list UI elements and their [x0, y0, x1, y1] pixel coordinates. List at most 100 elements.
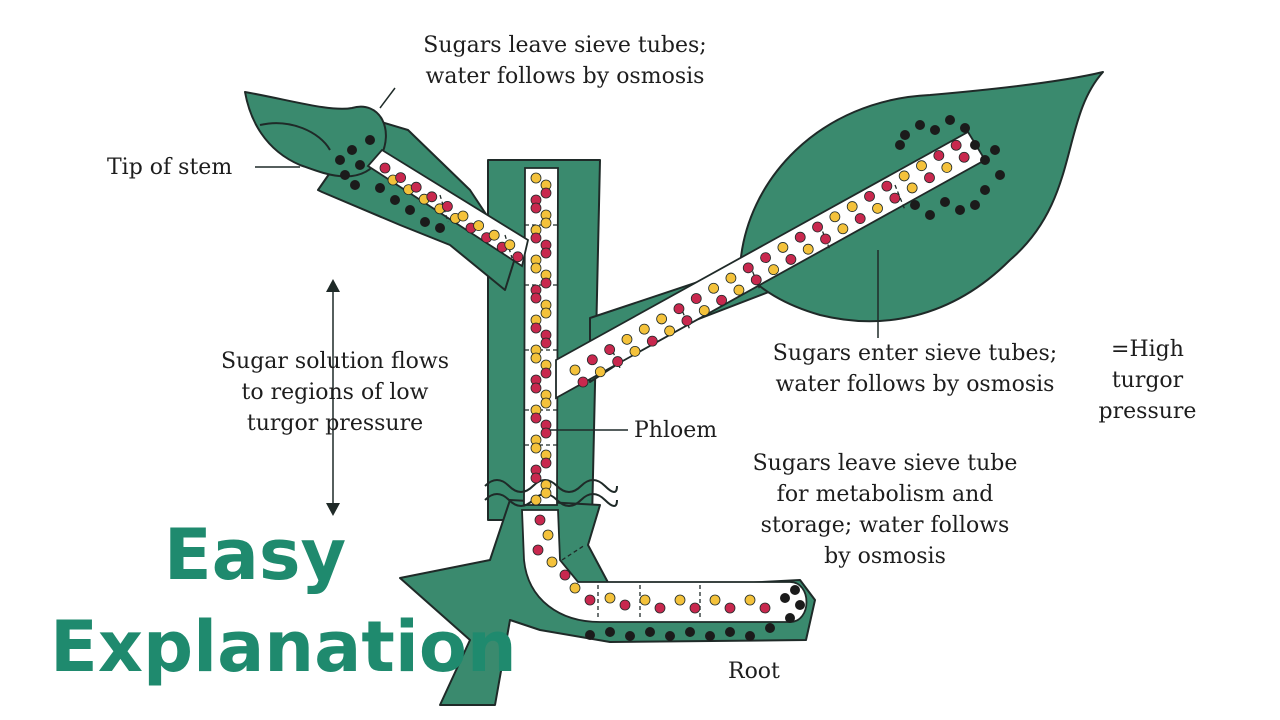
- label-top-sugars-leave: Sugars leave sieve tubes; water follows …: [400, 30, 730, 92]
- osmotic-water-dot: [435, 223, 445, 233]
- sugar-dot: [530, 232, 542, 244]
- sugar-dot: [794, 231, 806, 243]
- sugar-dot: [530, 202, 542, 214]
- osmotic-water-dot: [980, 185, 990, 195]
- osmotic-water-dot: [910, 200, 920, 210]
- label-line: storage; water follows: [760, 513, 1010, 538]
- sugar-dot: [441, 200, 453, 212]
- water-dot: [569, 364, 581, 376]
- osmotic-water-dot: [347, 145, 357, 155]
- bud-fold: [259, 122, 331, 151]
- sugar-dot: [812, 221, 823, 233]
- water-dot: [906, 182, 918, 194]
- water-dot: [530, 352, 542, 364]
- flow-arrow-up-head: [326, 279, 340, 292]
- sugar-dot: [673, 303, 685, 315]
- water-dot: [709, 594, 721, 606]
- osmotic-water-dot: [375, 183, 385, 193]
- water-dot: [725, 272, 737, 284]
- label-line: by osmosis: [824, 544, 946, 569]
- sugar-dot: [540, 367, 552, 379]
- water-dot: [708, 282, 719, 294]
- osmotic-water-dot: [895, 140, 905, 150]
- osmotic-water-dot: [605, 627, 615, 637]
- water-dot: [530, 494, 542, 506]
- osmotic-water-dot: [625, 631, 635, 641]
- label-root-sugars-leave: Sugars leave sieve tube for metabolism a…: [720, 448, 1050, 572]
- sugar-dot: [530, 292, 542, 304]
- water-dot: [530, 172, 542, 184]
- label-line: water follows by osmosis: [775, 372, 1055, 397]
- label-root: Root: [728, 656, 780, 687]
- osmotic-water-dot: [980, 155, 990, 165]
- molecule-dots: [335, 115, 1005, 641]
- osmotic-water-dot: [665, 631, 675, 641]
- sugar-dot: [612, 356, 624, 367]
- sugar-dot: [577, 376, 589, 388]
- sugar-dot: [924, 172, 935, 184]
- water-dot: [540, 397, 552, 409]
- osmotic-water-dot: [685, 627, 695, 637]
- sugar-dot: [540, 457, 552, 469]
- water-dot: [629, 345, 641, 357]
- label-line: Root: [728, 659, 780, 684]
- sugar-dot: [646, 335, 658, 347]
- osmotic-water-dot: [955, 205, 965, 215]
- sugar-dot: [889, 192, 901, 204]
- water-dot: [542, 529, 554, 541]
- osmotic-water-dot: [960, 123, 970, 133]
- label-line: Phloem: [634, 418, 718, 443]
- water-dot: [594, 366, 606, 378]
- label-sugar-flow: Sugar solution flows to regions of low t…: [195, 346, 475, 439]
- osmotic-water-dot: [785, 613, 795, 623]
- sugar-dot: [750, 274, 762, 286]
- sugar-dot: [559, 569, 571, 581]
- label-line: Sugars leave sieve tubes;: [423, 33, 707, 58]
- sugar-dot: [584, 594, 596, 606]
- water-dot: [872, 202, 883, 214]
- sugar-dot: [534, 514, 546, 526]
- label-phloem: Phloem: [634, 415, 717, 446]
- osmotic-water-dot: [900, 130, 910, 140]
- water-dot: [916, 160, 927, 172]
- water-dot: [473, 220, 485, 232]
- water-dot: [457, 210, 469, 222]
- plant-body: [244, 71, 1104, 706]
- water-dot: [639, 594, 651, 606]
- sugar-dot: [681, 315, 693, 327]
- sugar-dot: [689, 602, 701, 614]
- water-dot: [744, 594, 756, 606]
- osmotic-water-dot: [915, 120, 925, 130]
- sugar-dot: [654, 602, 666, 614]
- sugar-dot: [410, 181, 422, 193]
- top-label-leader: [379, 87, 396, 109]
- flow-arrow-down-head: [326, 503, 340, 516]
- water-dot: [898, 170, 910, 182]
- water-dot: [540, 307, 552, 319]
- osmotic-water-dot: [930, 125, 940, 135]
- sugar-dot: [690, 293, 702, 304]
- water-dot: [768, 264, 779, 276]
- water-dot: [488, 229, 500, 241]
- osmotic-water-dot: [745, 631, 755, 641]
- water-dot: [846, 201, 858, 212]
- water-dot: [698, 305, 710, 316]
- sugar-dot: [512, 251, 524, 263]
- water-dot: [829, 211, 841, 223]
- water-dot: [569, 582, 581, 594]
- sugar-dot: [540, 277, 552, 289]
- osmotic-water-dot: [335, 155, 345, 165]
- water-dot: [530, 442, 542, 454]
- sugar-dot: [950, 139, 962, 151]
- osmotic-water-dot: [995, 170, 1005, 180]
- sugar-dot: [530, 412, 542, 424]
- osmotic-water-dot: [795, 600, 805, 610]
- label-line: Tip of stem: [107, 155, 233, 180]
- osmotic-water-dot: [725, 627, 735, 637]
- sugar-dot: [759, 602, 771, 614]
- osmotic-water-dot: [390, 195, 400, 205]
- osmotic-water-dot: [365, 135, 375, 145]
- stem-break-top: [484, 479, 618, 493]
- sugar-dot: [532, 544, 544, 556]
- sugar-dot: [379, 162, 391, 174]
